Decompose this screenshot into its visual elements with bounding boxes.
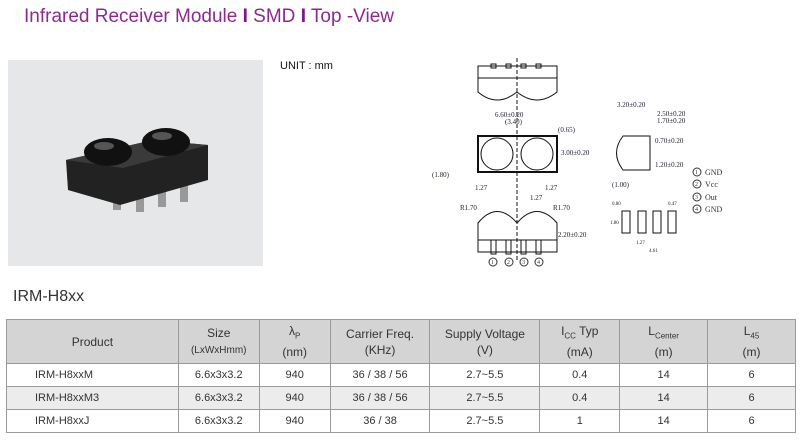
dim-side-a: 2.50±0.20	[657, 110, 686, 118]
legend-label: GND	[705, 205, 723, 214]
col-lambda: λP(nm)	[258, 319, 331, 364]
dim-pad-pitch: 1.27	[636, 241, 645, 246]
title-separator: I	[242, 6, 248, 27]
cell-carrier: 36 / 38 / 56	[329, 386, 431, 410]
dim-pin-a: 1.27	[475, 184, 488, 192]
cell-lcenter: 14	[619, 409, 709, 433]
dim-side-total: 3.20±0.20	[617, 101, 646, 109]
dim-pin-c: 1.27	[530, 194, 543, 202]
dim-width: 6.60±0.20	[495, 111, 524, 119]
legend-num: 4	[695, 207, 698, 213]
spec-table: Product Size(LxWxHmm) λP(nm) Carrier Fre…	[6, 319, 796, 433]
cell-carrier: 36 / 38 / 56	[329, 363, 431, 387]
legend-label: Vcc	[705, 180, 718, 189]
legend-num: 2	[695, 182, 698, 188]
legend-num: 1	[695, 170, 698, 176]
cell-lcenter: 14	[619, 363, 709, 387]
dim-pitch: (3.40)	[505, 118, 523, 126]
cell-l45: 6	[707, 363, 796, 387]
dim-radius-right: R1.70	[553, 204, 570, 212]
title-view: Top -View	[310, 6, 394, 27]
dim-pad-h: 1.80	[610, 221, 619, 226]
cell-l45: 6	[707, 386, 796, 410]
title-text: Infrared Receiver Module	[24, 6, 238, 27]
cell-supply: 2.7~5.5	[429, 386, 541, 410]
pin-number: 2	[507, 260, 510, 266]
table-header-row: Product Size(LxWxHmm) λP(nm) Carrier Fre…	[6, 319, 796, 364]
ir-module-image	[66, 128, 208, 212]
cell-l45: 6	[707, 409, 796, 433]
dim-side-c: 0.70±0.20	[655, 137, 684, 145]
cell-lcenter: 14	[619, 386, 709, 410]
unit-label: UNIT : mm	[280, 60, 333, 72]
dim-offset: (0.65)	[558, 126, 576, 134]
dim-radius-left: R1.70	[460, 204, 477, 212]
title-separator: I	[300, 6, 306, 27]
dim-pad-gap: 0.47	[668, 202, 677, 207]
dim-left-offset: (1.80)	[432, 171, 450, 179]
col-supply: Supply Voltage(V)	[429, 319, 541, 364]
dim-side-e: (1.00)	[612, 181, 630, 189]
cell-product: IRM-H8xxM	[6, 363, 179, 387]
pin-numbers: 1 2 3 4	[488, 257, 544, 267]
table-row: IRM-H8xxM3 6.6x3x3.2 940 36 / 38 / 56 2.…	[6, 386, 796, 410]
table-row: IRM-H8xxM 6.6x3x3.2 940 36 / 38 / 56 2.7…	[6, 363, 796, 387]
cell-lambda: 940	[258, 386, 331, 410]
cell-supply: 2.7~5.5	[429, 409, 541, 433]
legend-label: GND	[705, 168, 723, 177]
dim-pin-b: 1.27	[545, 184, 558, 192]
pin-number: 1	[491, 260, 494, 266]
legend-label: Out	[705, 193, 718, 202]
cell-size: 6.6x3x3.2	[177, 386, 260, 410]
dim-pad-total: 4.61	[649, 249, 658, 254]
cell-icc: 0.4	[539, 386, 621, 410]
legend-num: 3	[695, 195, 698, 201]
pin-number: 3	[522, 260, 525, 266]
dim-pad-w: 0.80	[612, 202, 621, 207]
cell-lambda: 940	[258, 363, 331, 387]
cell-product: IRM-H8xxJ	[6, 409, 179, 433]
dim-depth: 3.00±0.20	[561, 149, 590, 157]
dimension-drawing: 6.60±0.20 (3.40) (0.65) 3.00±0.20 (1.80)…	[432, 58, 723, 267]
title-smd: SMD	[253, 6, 296, 27]
cell-size: 6.6x3x3.2	[177, 409, 260, 433]
col-lcenter: LCenter(m)	[619, 319, 709, 364]
cell-supply: 2.7~5.5	[429, 363, 541, 387]
product-photo	[8, 60, 263, 266]
col-product: Product	[6, 319, 179, 364]
table-row: IRM-H8xxJ 6.6x3x3.2 940 36 / 38 2.7~5.5 …	[6, 409, 796, 433]
col-l45: L45(m)	[707, 319, 796, 364]
dimension-labels: 6.60±0.20 (3.40) (0.65) 3.00±0.20 (1.80)…	[432, 101, 686, 254]
cell-product: IRM-H8xxM3	[6, 386, 179, 410]
series-title: IRM-H8xx	[13, 288, 85, 305]
dim-height: 2.20±0.20	[558, 231, 587, 239]
cell-lambda: 940	[258, 409, 331, 433]
col-icc: ICC Typ(mA)	[539, 319, 621, 364]
col-carrier: Carrier Freq.(KHz)	[329, 319, 431, 364]
cell-icc: 1	[539, 409, 621, 433]
pin-number: 4	[537, 260, 540, 266]
cell-size: 6.6x3x3.2	[177, 363, 260, 387]
cell-icc: 0.4	[539, 363, 621, 387]
dim-side-b: 1.70±0.20	[657, 117, 686, 125]
cell-carrier: 36 / 38	[329, 409, 431, 433]
dim-side-d: 1.20±0.20	[655, 161, 684, 169]
col-size: Size(LxWxHmm)	[177, 319, 260, 364]
page-title: Infrared Receiver Module I SMD I Top -Vi…	[24, 6, 394, 28]
